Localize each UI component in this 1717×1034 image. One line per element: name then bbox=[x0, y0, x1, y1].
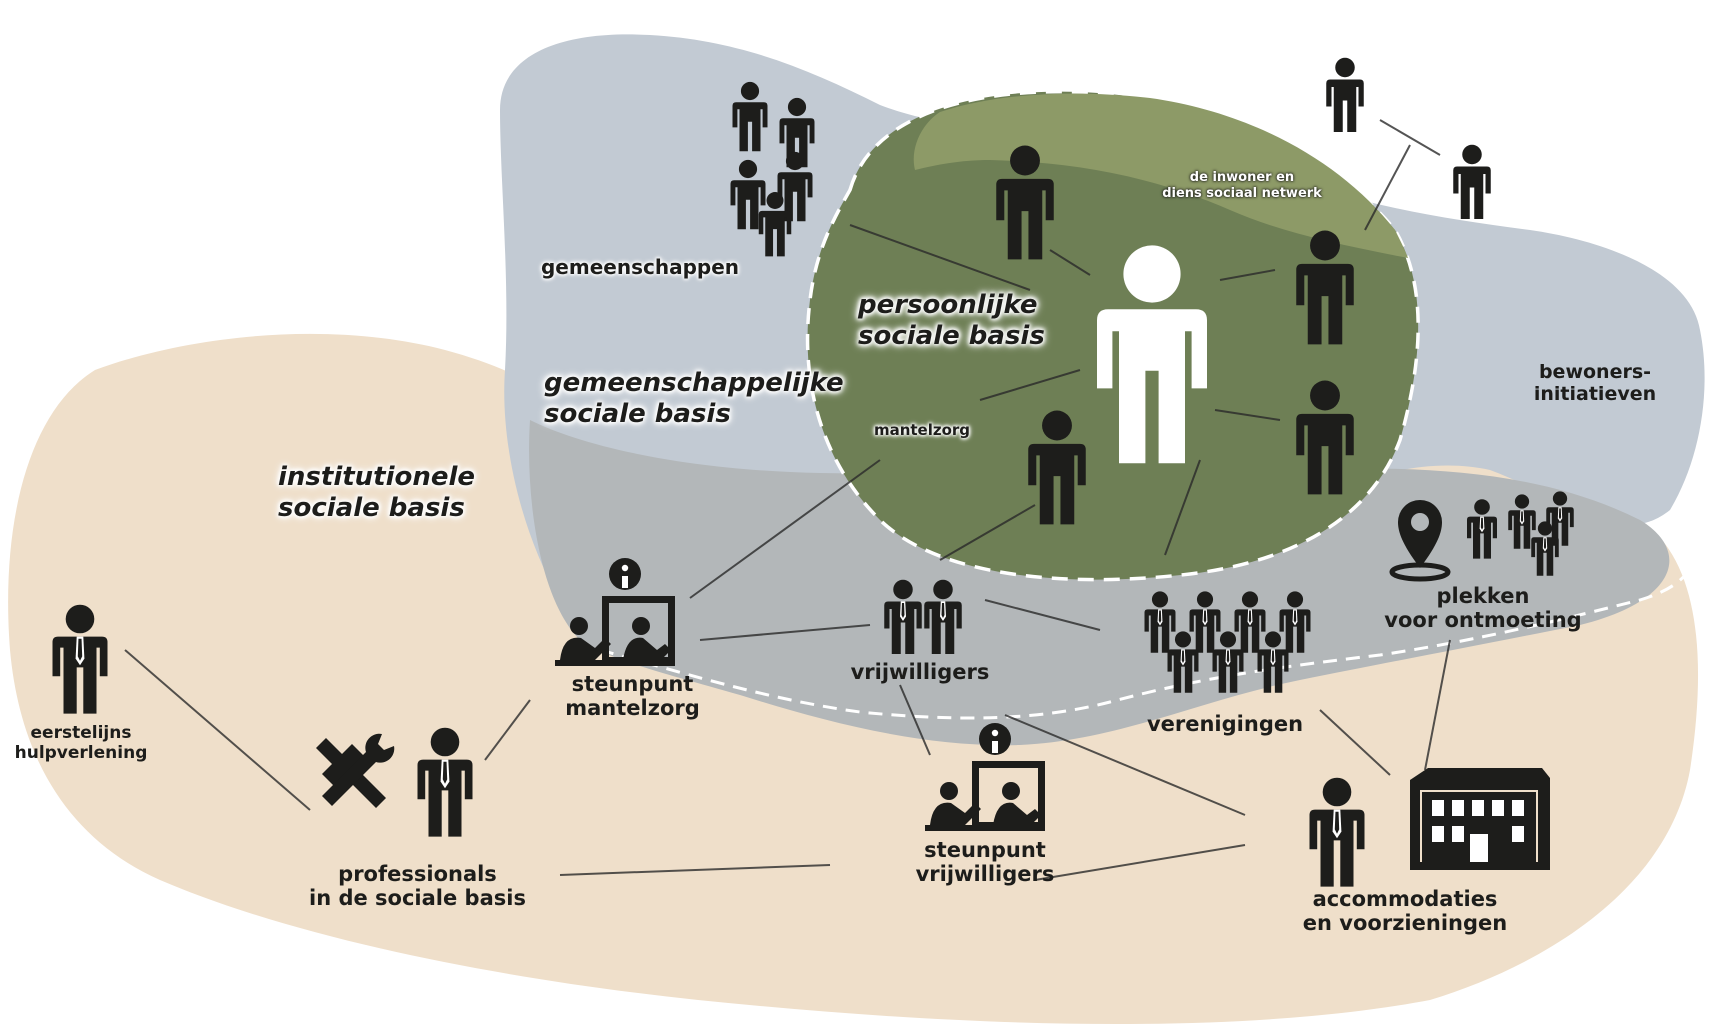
label-gemeenschappen: gemeenschappen bbox=[540, 255, 740, 279]
label-plekken: plekken voor ontmoeting bbox=[1384, 584, 1582, 633]
label-steunpunt-vrijwilligers: steunpunt vrijwilligers bbox=[915, 838, 1055, 887]
label-professionals: professionals in de sociale basis bbox=[309, 862, 526, 911]
person-icon bbox=[1326, 57, 1364, 132]
building-icon bbox=[1410, 768, 1550, 870]
label-verenigingen: verenigingen bbox=[1146, 712, 1304, 736]
zone-title-institutionele: institutionele sociale basis bbox=[278, 462, 476, 524]
zone-title-gemeenschappelijke: gemeenschappelijke sociale basis bbox=[544, 368, 844, 430]
label-mantelzorg: mantelzorg bbox=[873, 421, 971, 439]
label-steunpunt-mantelzorg: steunpunt mantelzorg bbox=[565, 672, 700, 721]
map-pin-icon bbox=[1389, 500, 1451, 582]
tools-icon bbox=[316, 733, 395, 808]
zone-title-persoonlijke: persoonlijke sociale basis bbox=[858, 290, 1045, 352]
label-accommodaties: accommodaties en voorzieningen bbox=[1302, 887, 1508, 936]
person-icon bbox=[1453, 144, 1491, 219]
label-inwoner: de inwoner en diens sociaal netwerk bbox=[1162, 170, 1322, 201]
label-vrijwilligers: vrijwilligers bbox=[850, 660, 990, 684]
label-bewoners: bewoners- initiatieven bbox=[1533, 361, 1657, 405]
label-eerstelijns: eerstelijns hulpverlening bbox=[14, 723, 148, 763]
